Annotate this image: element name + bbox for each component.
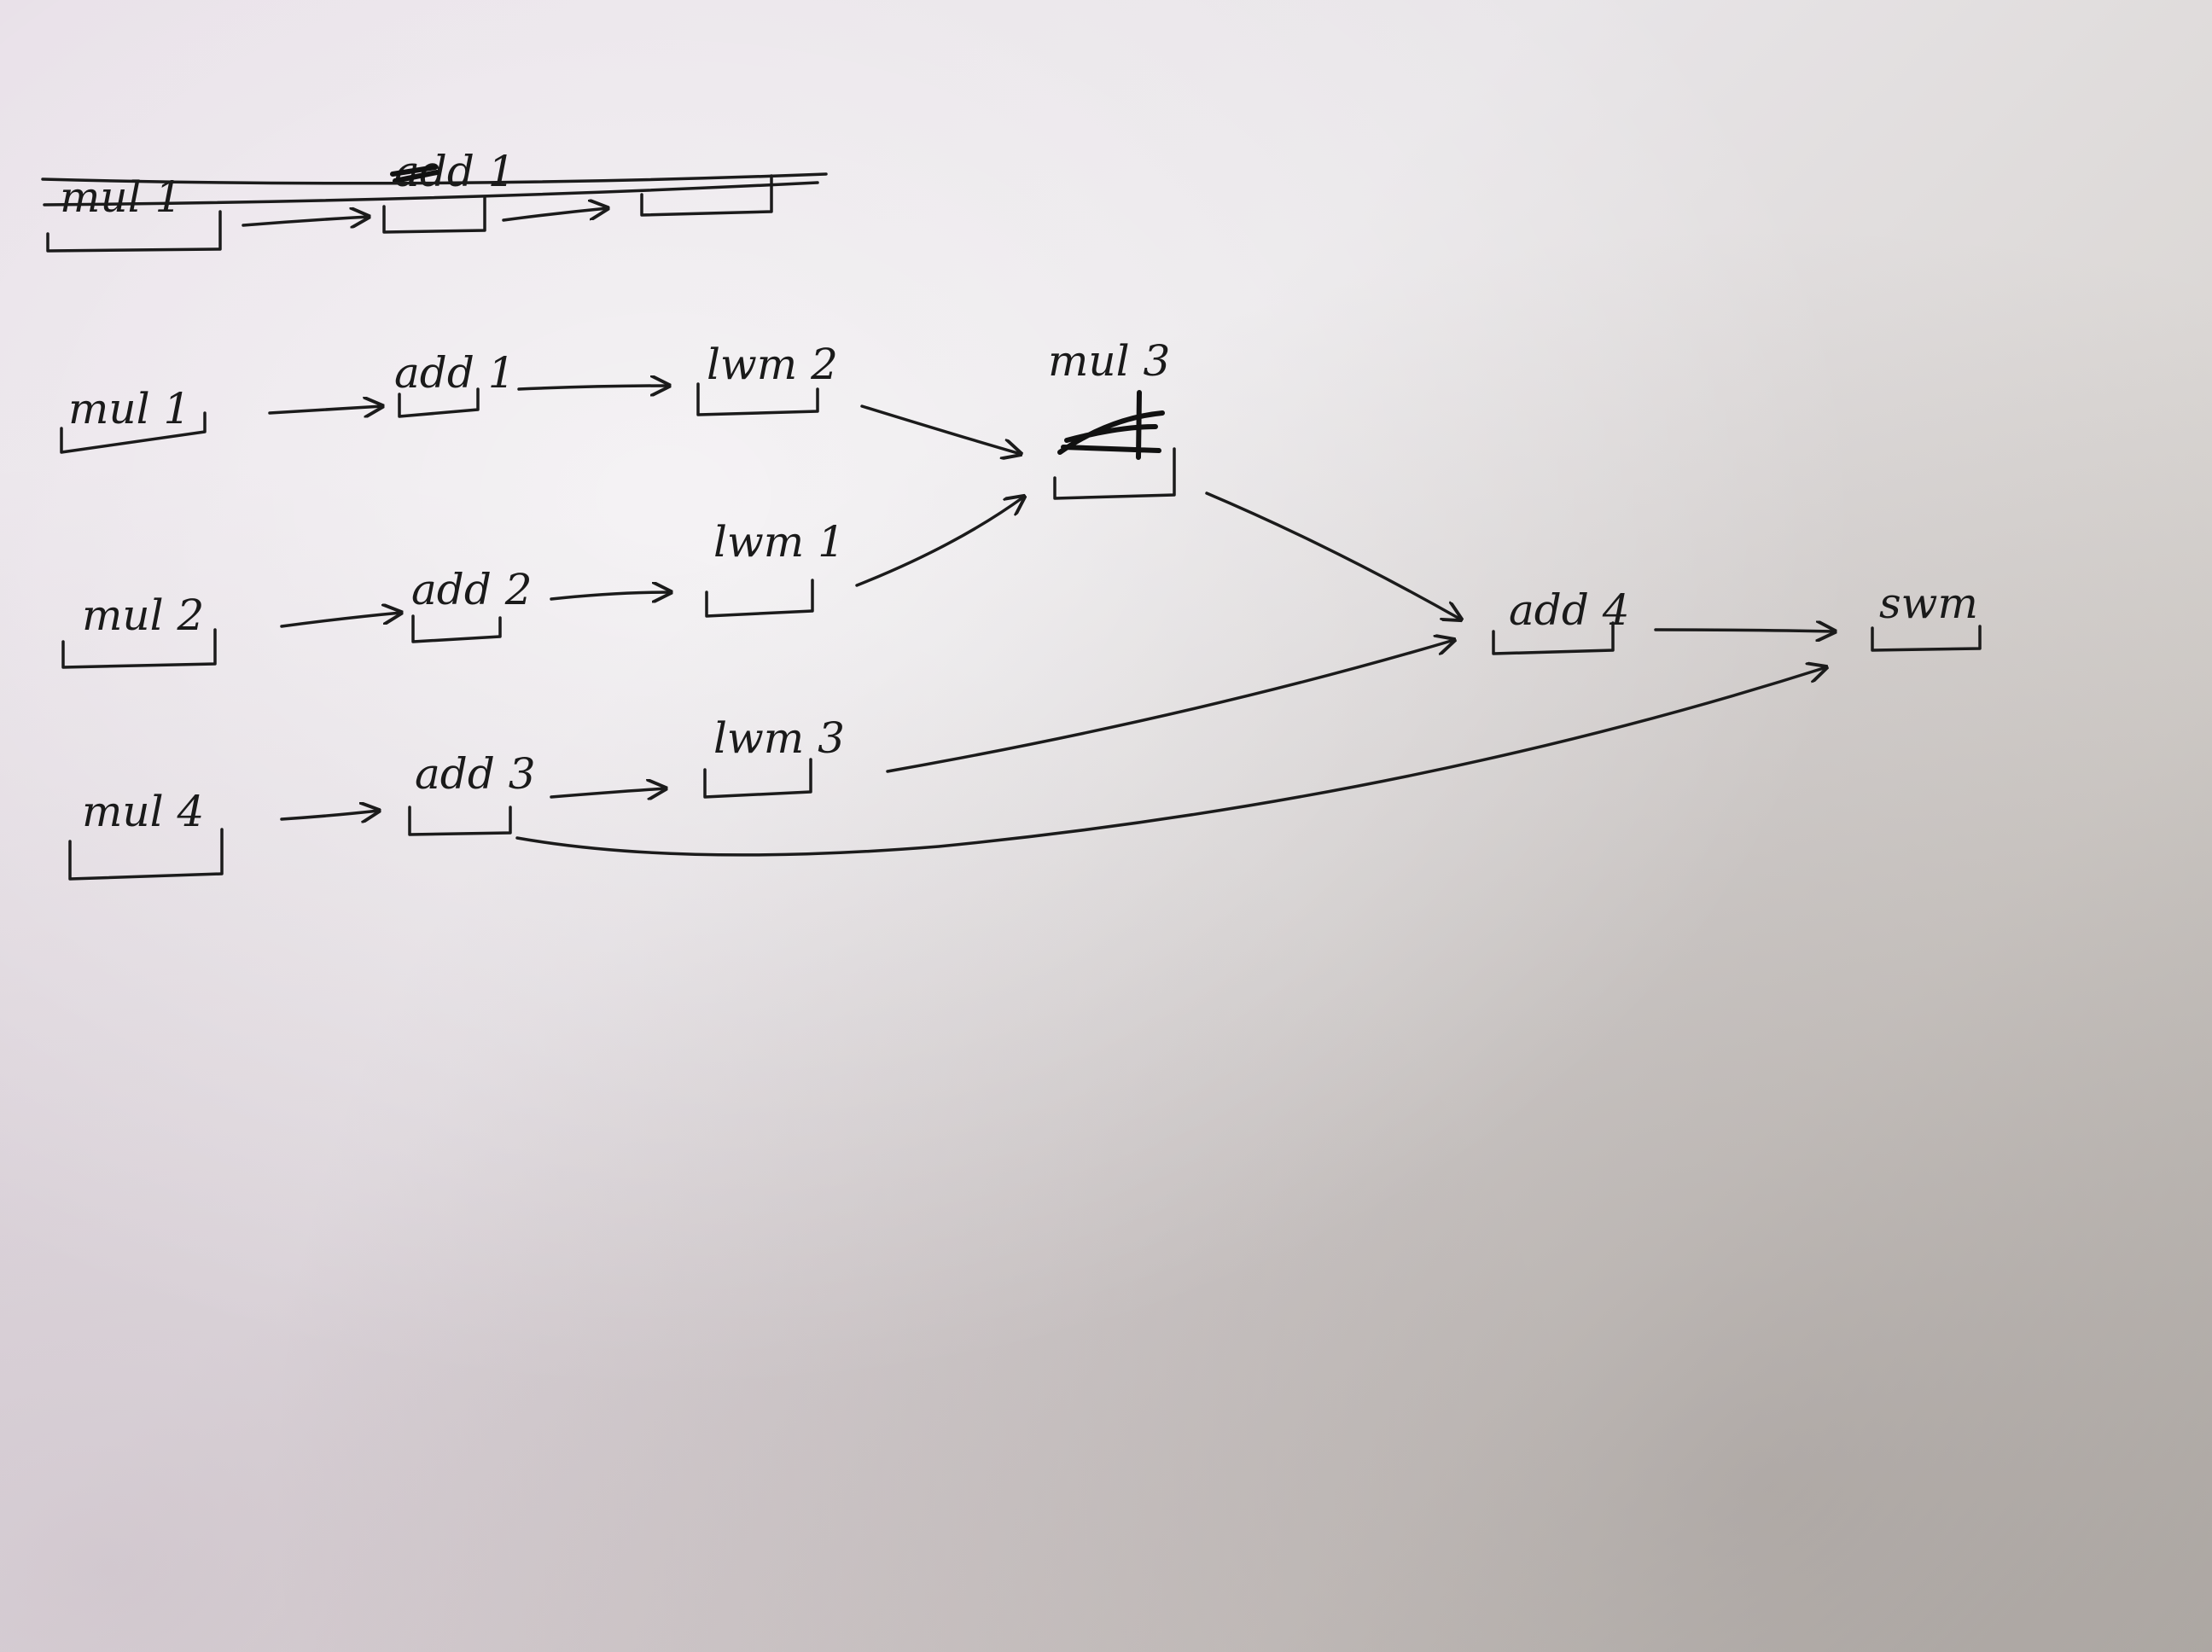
- node-mul1-bracket: [60, 411, 207, 454]
- crossed-out-row: mul 1 add 1: [41, 147, 828, 253]
- node-swm-bracket: [1871, 625, 1982, 652]
- top-strike-line-1: [41, 172, 828, 185]
- node-mul4-label: mul 4: [82, 787, 204, 836]
- node-add1-label: add 1: [394, 348, 515, 398]
- node-mul3-scribble: [1057, 390, 1165, 460]
- arrow-add1-lwm2: [517, 386, 669, 389]
- arrow-mul1-add1: [268, 406, 382, 413]
- node-mul2-label: mul 2: [82, 590, 204, 640]
- arrow-add2-lwm1: [550, 592, 671, 599]
- node-mul4-bracket: [68, 828, 224, 881]
- arrow-add3-lwm3: [550, 788, 666, 797]
- row-2: mul 2 add 2 lwm 1: [61, 517, 845, 669]
- arrow-lwm3-add4: [886, 640, 1454, 773]
- top-mul1-bracket: [46, 210, 222, 253]
- node-lwm2-label: lwm 2: [707, 340, 838, 389]
- arrow-add4-swm: [1654, 630, 1835, 631]
- node-add2-bracket: [411, 614, 502, 643]
- top-strike-line-2: [43, 181, 819, 206]
- node-add1-bracket: [398, 387, 480, 418]
- node-lwm2-bracket: [696, 382, 819, 416]
- arrow-lwm1-mul3: [855, 497, 1024, 587]
- node-lwm1-label: lwm 1: [713, 517, 845, 567]
- node-add3-bracket: [408, 806, 512, 836]
- node-mul2-bracket: [61, 628, 217, 669]
- arrow-lwm2-mul3: [860, 404, 1021, 454]
- node-add2-label: add 2: [411, 565, 533, 614]
- top-empty-bracket: [640, 174, 773, 217]
- arrow-mul2-add2: [280, 613, 401, 628]
- node-add4-label: add 4: [1509, 585, 1630, 635]
- row-3: mul 4 add 3 lwm 3: [68, 713, 845, 881]
- node-add4-bracket: [1492, 621, 1615, 655]
- arrow-mul4-add3: [280, 811, 379, 819]
- node-add3-label: add 3: [415, 749, 536, 799]
- top-arrow-1: [242, 217, 369, 225]
- merge-section: mul 3 add 4 swm: [515, 336, 1982, 857]
- node-mul1-label: mul 1: [68, 384, 190, 433]
- node-mul3-bracket: [1053, 447, 1176, 500]
- row-1: mul 1 add 1 lwm 2: [60, 340, 838, 454]
- top-add1-scribble: [390, 165, 439, 183]
- arrow-add3-swm: [515, 667, 1826, 857]
- node-lwm1-bracket: [705, 579, 814, 618]
- node-lwm3-label: lwm 3: [713, 713, 845, 763]
- arrow-mul3-add4: [1205, 492, 1461, 620]
- node-mul3-label: mul 3: [1048, 336, 1170, 386]
- top-arrow-2: [502, 208, 608, 222]
- node-swm-label: swm: [1879, 579, 1978, 628]
- top-add1-bracket: [382, 196, 486, 234]
- node-lwm3-bracket: [703, 758, 812, 799]
